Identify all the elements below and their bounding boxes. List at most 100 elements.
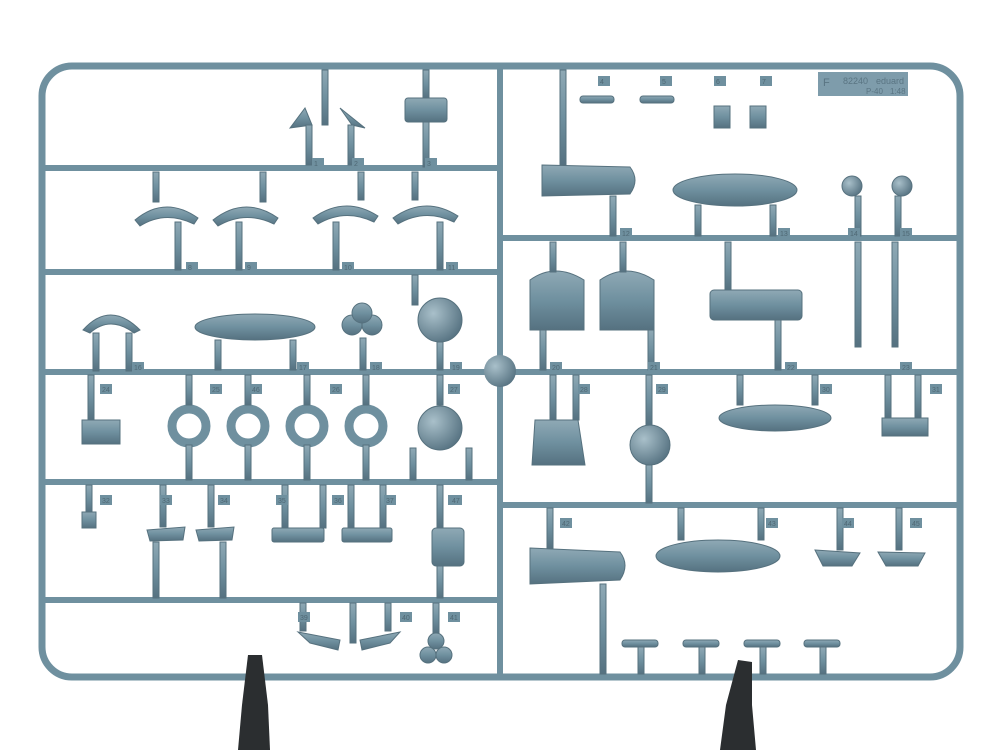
part-number: 16 (134, 365, 142, 372)
part-number: 27 (450, 387, 458, 394)
part-number: 42 (562, 521, 570, 528)
part-number: 5 (662, 79, 666, 86)
parts (81, 69, 929, 675)
part-rings-row4 (81, 374, 473, 481)
part-number: 34 (220, 498, 228, 505)
part-tab (760, 76, 772, 86)
tag-brand: eduard (876, 76, 904, 86)
part-tab (100, 495, 112, 505)
part-number: 10 (344, 265, 352, 272)
part-number: 4 (600, 79, 604, 86)
part-tab (210, 384, 222, 394)
part-tab (186, 262, 198, 272)
part-number: 30 (822, 387, 830, 394)
part-right-row2 (529, 241, 899, 371)
part-tab (250, 384, 262, 394)
stand-left (238, 655, 270, 750)
part-number: 15 (902, 231, 910, 238)
part-number: 20 (552, 365, 560, 372)
part-tab (660, 76, 672, 86)
tag-model: P-40 (866, 87, 883, 96)
part-number: 9 (247, 265, 251, 272)
display-stands (238, 655, 756, 750)
part-number: 43 (768, 521, 776, 528)
part-number: 23 (902, 365, 910, 372)
part-number: 32 (102, 498, 110, 505)
part-number: 37 (386, 498, 394, 505)
part-tab (450, 362, 462, 372)
part-tab (648, 362, 660, 372)
part-number: 45 (912, 521, 920, 528)
part-tab (578, 384, 590, 394)
part-number: 41 (450, 615, 458, 622)
part-tab (342, 262, 354, 272)
tag-code: 82240 (843, 76, 868, 86)
sprue-runners (42, 65, 961, 678)
part-tab (245, 262, 257, 272)
part-number: 46 (252, 387, 260, 394)
part-right-top (541, 69, 913, 237)
part-number: 31 (932, 387, 940, 394)
part-curves-row2 (134, 171, 459, 271)
part-tab (352, 158, 364, 168)
part-tab (900, 362, 912, 372)
part-number: 25 (212, 387, 220, 394)
part-number: 33 (162, 498, 170, 505)
part-number: 8 (188, 265, 192, 272)
part-tab (778, 228, 790, 238)
part-tab (910, 518, 922, 528)
part-number: 47 (452, 498, 460, 505)
part-tab (160, 495, 172, 505)
part-tab (330, 384, 342, 394)
part-number: 18 (372, 365, 380, 372)
part-number: 11 (448, 265, 455, 272)
part-number: 29 (658, 387, 666, 394)
part-tab (560, 518, 572, 528)
part-tab (450, 495, 462, 505)
part-tab (900, 228, 912, 238)
part-tab (714, 76, 726, 86)
part-tab (100, 384, 112, 394)
part-row5 (81, 484, 465, 599)
stand-right (720, 660, 756, 750)
part-number: 35 (278, 498, 286, 505)
part-tab (930, 384, 942, 394)
part-tab (550, 362, 562, 372)
part-number: 7 (762, 79, 766, 86)
sprue-tag: F 82240 eduard P-40 1:48 (818, 72, 908, 96)
sprue-letter: F (823, 77, 830, 89)
part-tab (312, 158, 324, 168)
part-tab (848, 228, 860, 238)
part-row3 (82, 274, 463, 372)
part-tab (842, 518, 854, 528)
part-tab (598, 76, 610, 86)
tag-scale: 1:48 (890, 87, 906, 96)
part-tab (297, 362, 309, 372)
part-number: 36 (334, 498, 342, 505)
part-number: 28 (580, 387, 588, 394)
part-number: 2 (354, 161, 358, 168)
part-tab (276, 495, 288, 505)
part-tab (766, 518, 778, 528)
part-number: 44 (844, 521, 852, 528)
part-tab (820, 384, 832, 394)
part-tab (656, 384, 668, 394)
part-number: 39 (300, 615, 308, 622)
part-number: 24 (102, 387, 110, 394)
part-tab (425, 158, 437, 168)
part-number: 14 (850, 231, 858, 238)
part-tab (448, 384, 460, 394)
part-tab (785, 362, 797, 372)
part-right-row4 (529, 507, 926, 675)
part-tab (446, 262, 458, 272)
part-number: 1 (314, 161, 318, 168)
part-number: 19 (452, 365, 460, 372)
part-tab (218, 495, 230, 505)
part-number: 6 (716, 79, 720, 86)
part-tab (400, 612, 412, 622)
part-number: 26 (332, 387, 340, 394)
part-number: 12 (622, 231, 630, 238)
part-tab (620, 228, 632, 238)
